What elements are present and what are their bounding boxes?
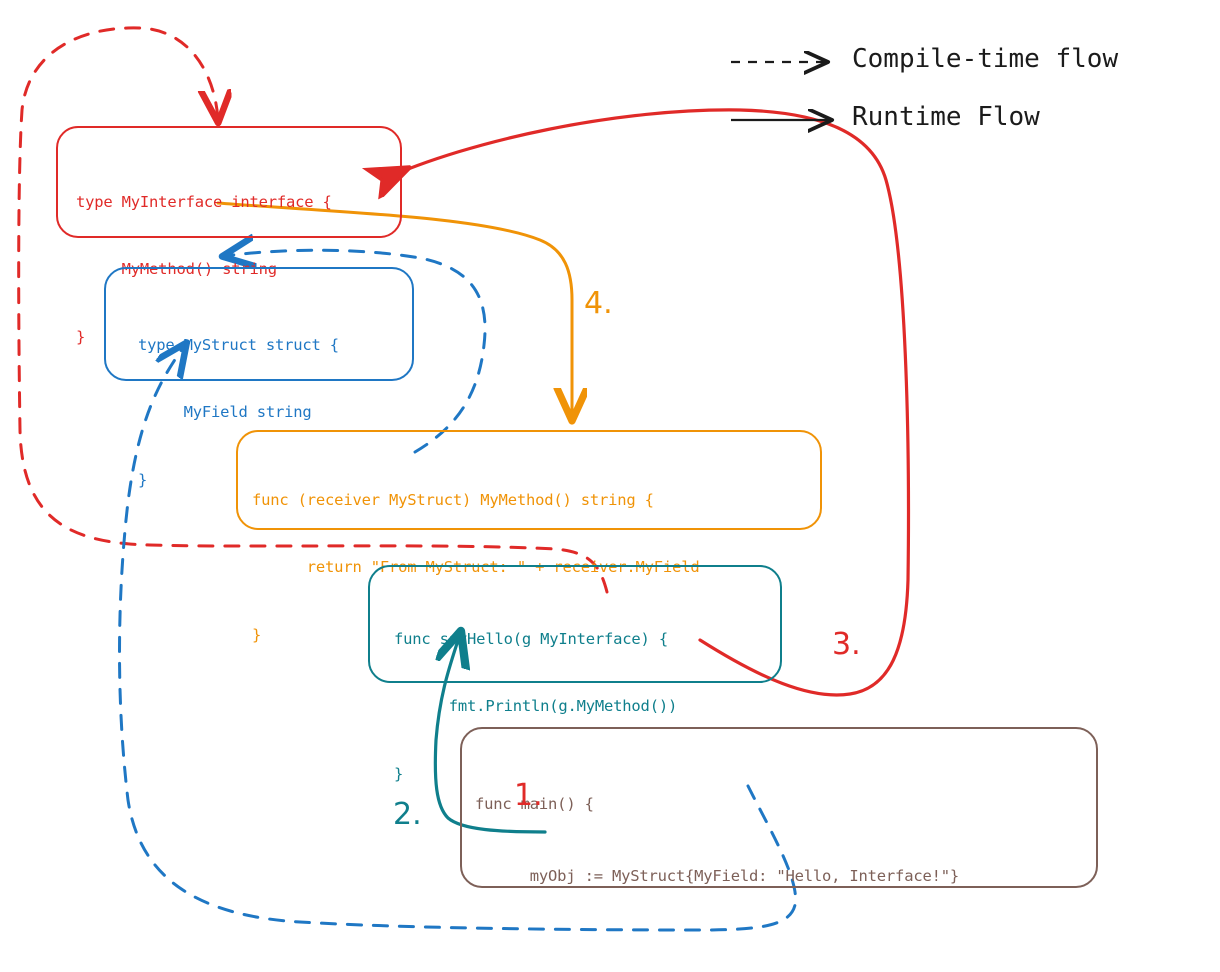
interface-box[interactable]: type MyInterface interface { MyMethod() …: [56, 126, 402, 346]
compile-flow-struct-arrow-bottom: [118, 345, 798, 932]
struct-box-line-2: MyField string: [138, 403, 312, 422]
compile-flow-interface-arrow: [17, 26, 609, 594]
sayhello-box-line-3: }: [394, 764, 404, 783]
method-box[interactable]: func (receiver MyStruct) MyMethod() stri…: [236, 430, 822, 644]
main-box[interactable]: func main() { myObj := MyStruct{MyField:…: [460, 727, 1098, 888]
interface-box-line-1: type MyInterface interface {: [76, 192, 332, 211]
struct-box-line-3: }: [138, 470, 148, 489]
step-number-1: 1.: [514, 778, 543, 813]
legend-compile-time-label: Compile-time flow: [852, 44, 1119, 74]
step-number-2: 2.: [393, 797, 422, 832]
sayhello-box-line-1: func sayHello(g MyInterface) {: [394, 629, 668, 648]
interface-box-line-3: }: [76, 327, 86, 346]
method-box-line-3: }: [252, 625, 262, 644]
runtime-flow-dispatch-arrow: [382, 108, 911, 697]
method-box-line-2: return "From MyStruct: " + receiver.MyFi…: [252, 558, 700, 577]
struct-box[interactable]: type MyStruct struct { MyField string }: [104, 267, 414, 489]
sayhello-box[interactable]: func sayHello(g MyInterface) { fmt.Print…: [368, 565, 782, 783]
step-number-4: 4.: [584, 286, 613, 321]
method-box-line-1: func (receiver MyStruct) MyMethod() stri…: [252, 490, 654, 509]
compile-flow-struct-arrow-top: [225, 250, 487, 454]
main-box-line-2: myObj := MyStruct{MyField: "Hello, Inter…: [475, 867, 959, 886]
legend-runtime-label: Runtime Flow: [852, 102, 1040, 132]
step-number-3: 3.: [832, 627, 861, 662]
sayhello-box-line-2: fmt.Println(g.MyMethod()): [394, 697, 678, 716]
struct-box-line-1: type MyStruct struct {: [138, 335, 339, 354]
interface-box-line-2: MyMethod() string: [76, 260, 277, 279]
runtime-flow-method-arrow: [216, 201, 572, 418]
main-box-line-1: func main() {: [475, 795, 594, 814]
runtime-flow-call-arrow: [433, 634, 547, 834]
